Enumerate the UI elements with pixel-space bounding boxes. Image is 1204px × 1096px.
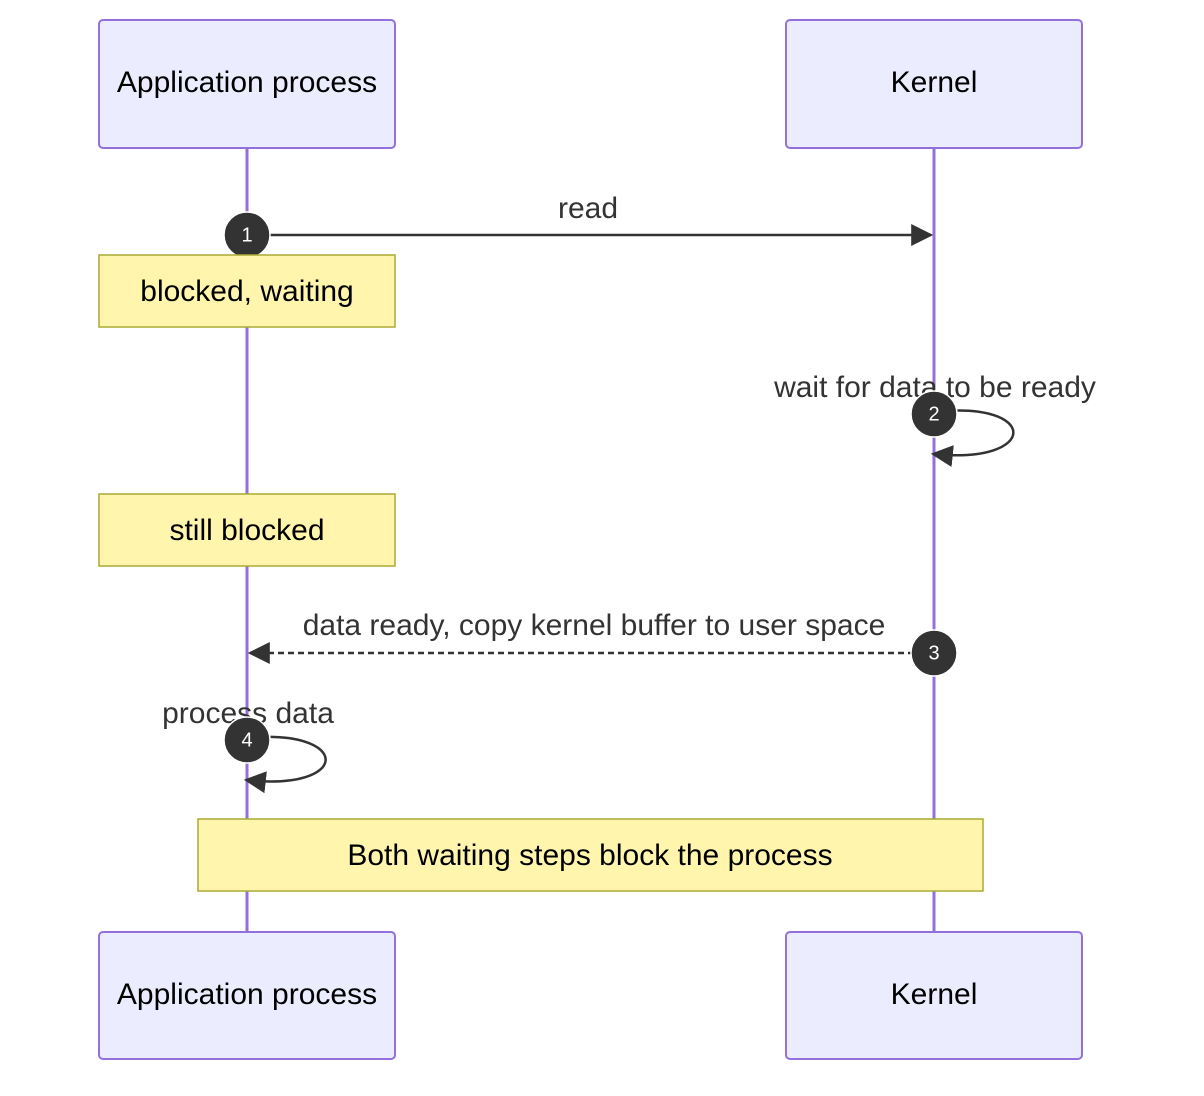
message-read: read 1 (223, 192, 934, 259)
note-still-blocked: still blocked (98, 493, 396, 567)
message-process-data: process data 4 (162, 697, 334, 794)
step-badge-2: 2 (910, 390, 958, 438)
actor-application-process-top: Application process (98, 19, 396, 149)
note-blocked-waiting: blocked, waiting (98, 254, 396, 328)
svg-text:1: 1 (241, 224, 252, 246)
actor-label: Application process (117, 66, 377, 99)
message-label: read (558, 192, 618, 225)
actor-label: Kernel (891, 66, 978, 99)
svg-text:3: 3 (928, 642, 939, 664)
step-badge-4: 4 (223, 716, 271, 764)
step-badge-3: 3 (910, 629, 958, 677)
note-label: blocked, waiting (140, 275, 353, 308)
actor-kernel-bottom: Kernel (785, 931, 1083, 1060)
actor-label: Application process (117, 978, 377, 1011)
svg-text:4: 4 (241, 729, 252, 751)
actor-label: Kernel (891, 978, 978, 1011)
svg-text:2: 2 (928, 403, 939, 425)
actor-kernel-top: Kernel (785, 19, 1083, 149)
actor-application-process-bottom: Application process (98, 931, 396, 1060)
message-label: data ready, copy kernel buffer to user s… (303, 609, 886, 642)
note-label: Both waiting steps block the process (347, 839, 832, 872)
note-label: still blocked (169, 514, 324, 547)
note-both-waiting-steps: Both waiting steps block the process (197, 818, 984, 892)
message-data-ready: data ready, copy kernel buffer to user s… (247, 609, 958, 677)
message-wait-for-data: wait for data to be ready 2 (773, 371, 1096, 467)
step-badge-1: 1 (223, 211, 271, 259)
